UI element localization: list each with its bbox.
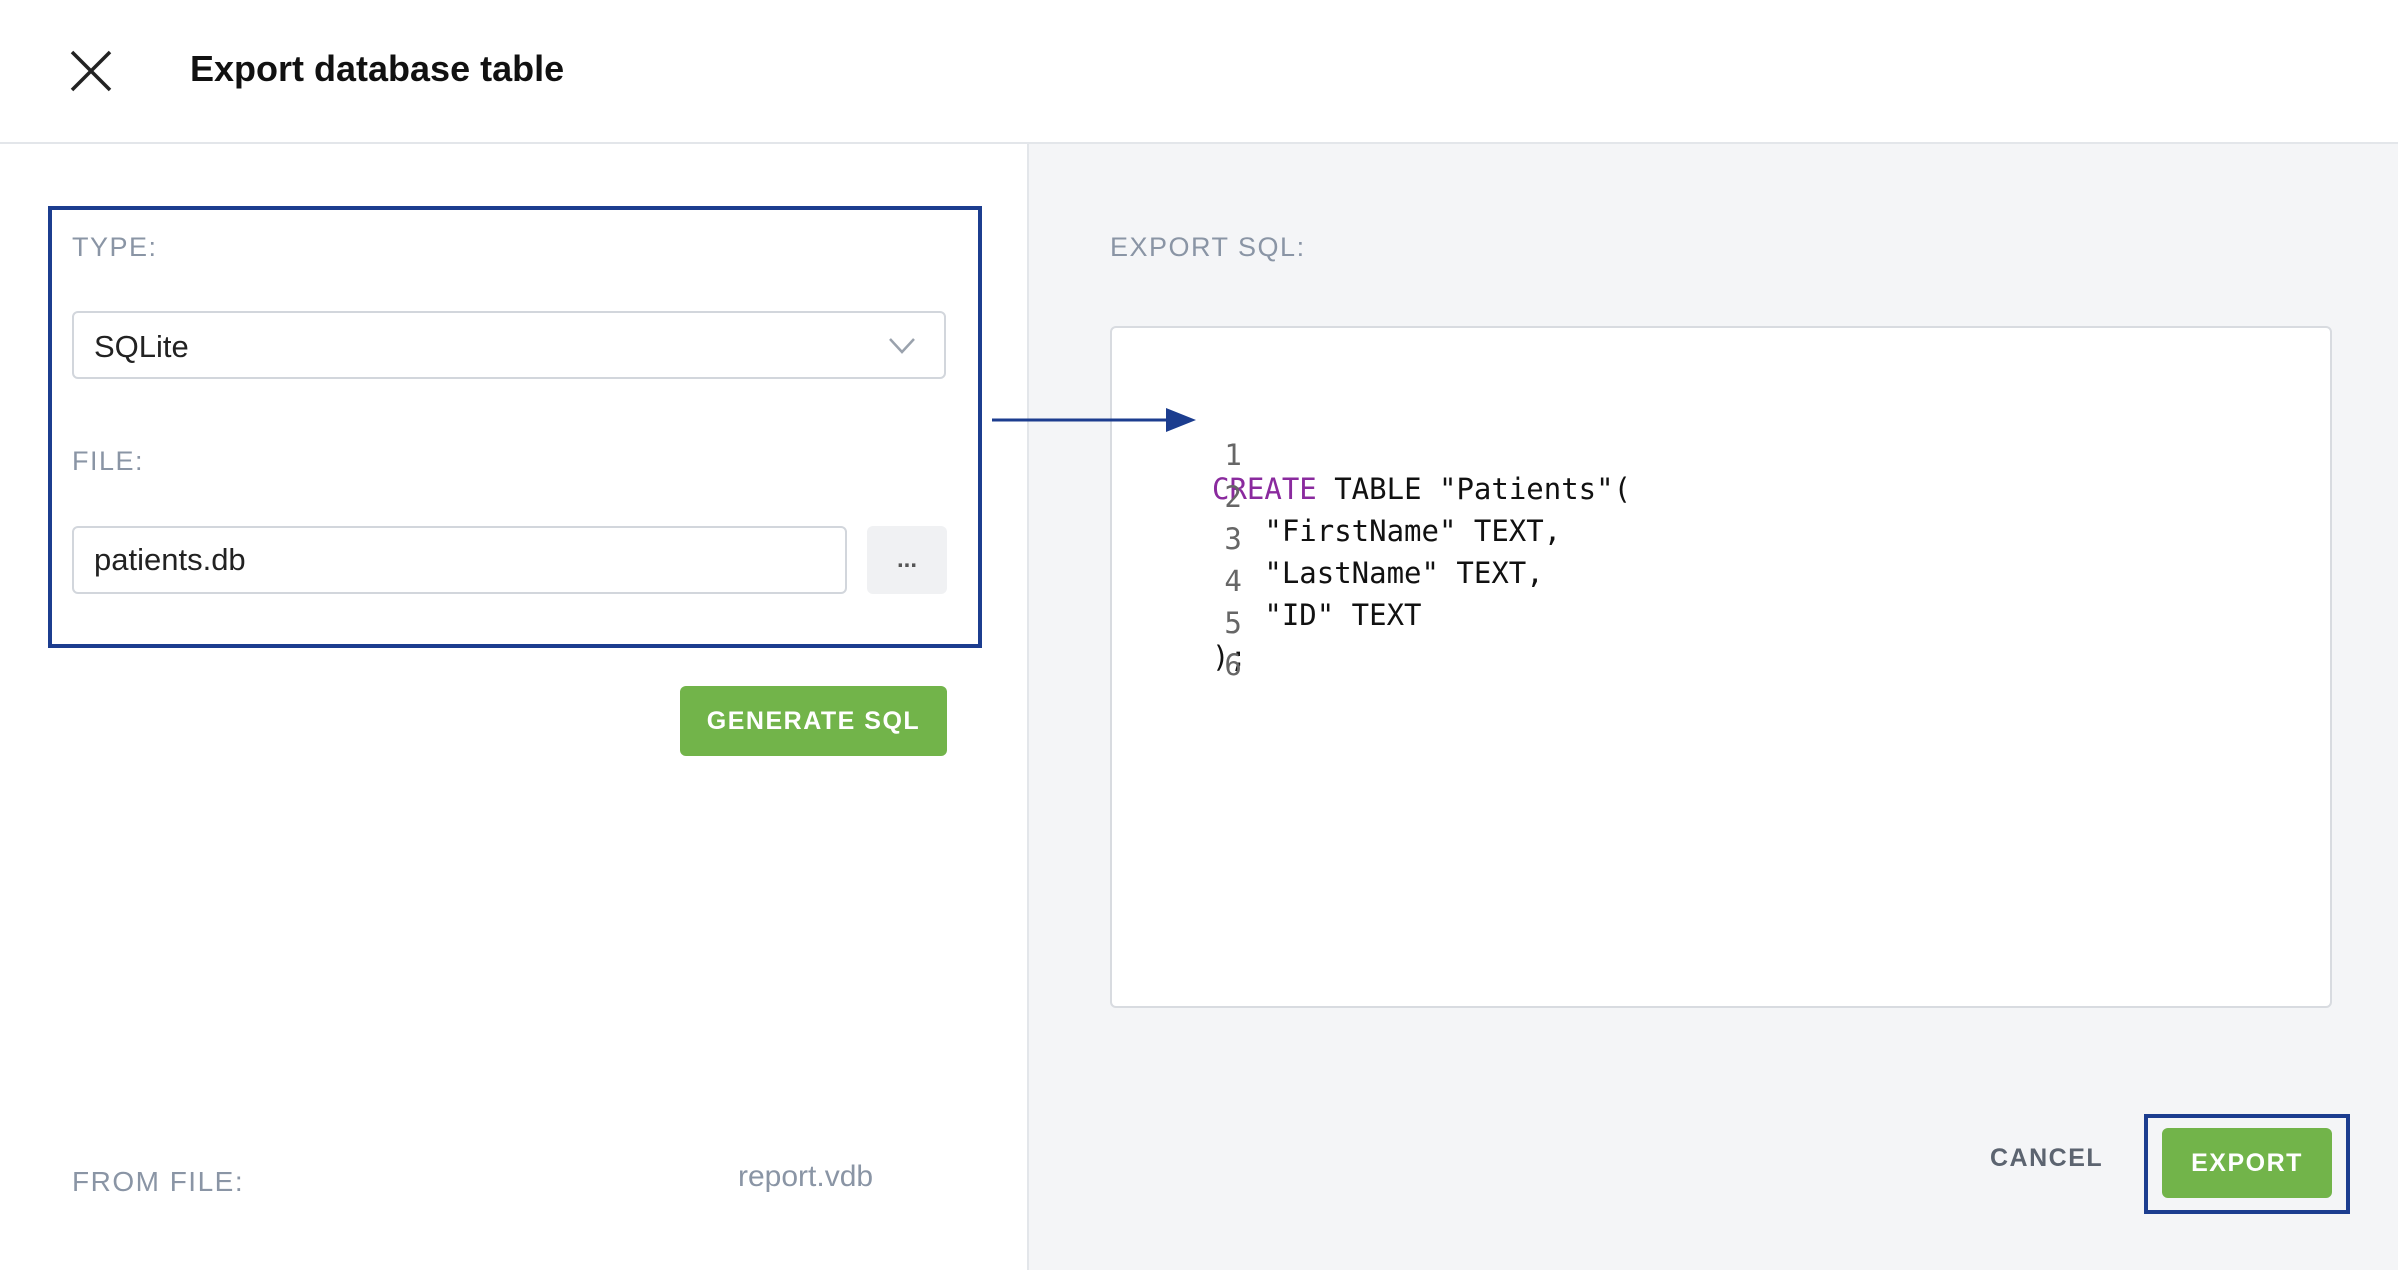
export-sql-label: EXPORT SQL: (1110, 232, 1306, 262)
from-file-value: report.vdb (738, 1160, 874, 1193)
sql-keyword: CREATE (1212, 472, 1317, 506)
code-line: 4 "ID" TEXT (1112, 530, 1421, 632)
pane-divider (1027, 144, 1029, 1270)
line-number: 5 (1224, 606, 1242, 640)
code-line: 2 "FirstName" TEXT, (1112, 446, 1561, 548)
line-number: 2 (1224, 480, 1242, 514)
browse-button[interactable]: ... (867, 526, 947, 594)
type-label: TYPE: (72, 232, 158, 262)
line-number: 6 (1224, 648, 1242, 682)
line-number: 4 (1224, 564, 1242, 598)
dialog-title: Export database table (190, 48, 565, 89)
code-text: "LastName" TEXT, (1212, 556, 1544, 590)
code-text: "ID" TEXT (1212, 598, 1422, 632)
type-select[interactable]: SQLite (72, 311, 946, 379)
file-label: FILE: (72, 446, 145, 476)
code-line: 6 (1112, 614, 1241, 682)
cancel-button[interactable]: CANCEL (1990, 1144, 2104, 1172)
line-number: 1 (1224, 438, 1242, 472)
chevron-down-icon (889, 338, 915, 354)
dialog-header: Export database table (0, 0, 2398, 144)
type-select-value: SQLite (94, 329, 189, 364)
code-text: TABLE "Patients"( (1316, 472, 1632, 506)
code-text: "FirstName" TEXT, (1212, 514, 1562, 548)
from-file-label: FROM FILE: (72, 1166, 245, 1197)
export-button[interactable]: EXPORT (2162, 1128, 2332, 1198)
code-line: 3 "LastName" TEXT, (1112, 488, 1543, 590)
generate-sql-button[interactable]: GENERATE SQL (680, 686, 947, 756)
file-input[interactable] (72, 526, 847, 594)
code-text: ); (1212, 640, 1247, 674)
close-icon[interactable] (66, 46, 116, 96)
line-number: 3 (1224, 522, 1242, 556)
code-line: 1 CREATE TABLE "Patients"( (1112, 404, 1631, 506)
code-line: 5 ); (1112, 572, 1247, 674)
sql-editor[interactable]: 1 CREATE TABLE "Patients"( 2 "FirstName"… (1110, 326, 2332, 1008)
